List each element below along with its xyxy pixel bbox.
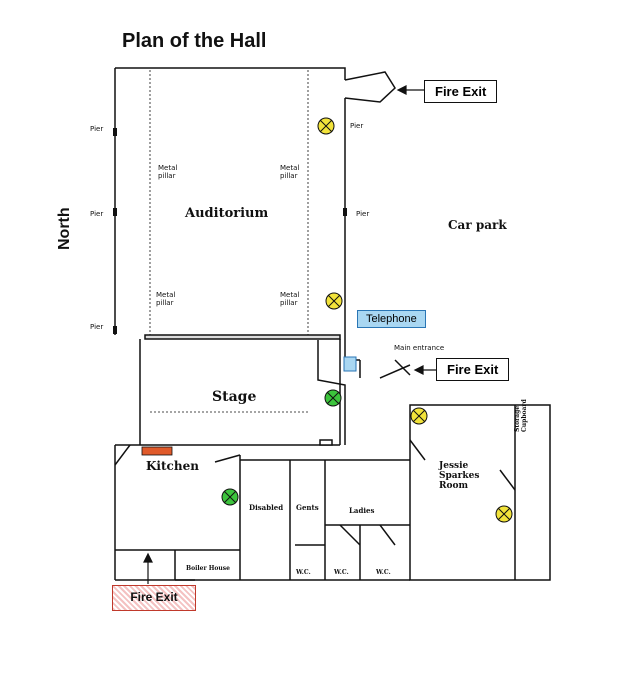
fire-exit-middle-right: Fire Exit (436, 358, 510, 381)
extinguisher-marker (221, 488, 239, 506)
room-auditorium: Auditorium (185, 206, 269, 221)
room-wc: W.C. (296, 569, 311, 576)
pier-label: Pier (90, 210, 104, 218)
light-marker (317, 117, 335, 135)
fire-exit-top-right: Fire Exit (424, 80, 498, 103)
extinguisher-marker (324, 389, 342, 407)
auditorium-wall (115, 67, 346, 80)
room-wc: W.C. (334, 569, 349, 576)
room-gents: Gents (296, 503, 319, 512)
light-marker (325, 292, 343, 310)
telephone-label: Telephone (357, 310, 426, 328)
room-wc: W.C. (376, 569, 391, 576)
plan-title: Plan of the Hall (122, 30, 267, 52)
pier-label: Pier (90, 323, 104, 331)
stage-outline (144, 334, 341, 340)
area-car-park: Car park (448, 218, 507, 232)
light-marker (495, 505, 513, 523)
light-marker (410, 407, 428, 425)
room-disabled: Disabled (249, 503, 284, 512)
north-label: North (56, 207, 73, 250)
pier-label: Pier (90, 125, 104, 133)
main-entrance-label: Main entrance (394, 344, 445, 352)
room-boiler-house: Boiler House (186, 565, 230, 572)
pier-label: Pier (356, 210, 370, 218)
room-ladies: Ladies (349, 506, 375, 515)
room-kitchen: Kitchen (146, 459, 199, 473)
fire-exit-bottom-left: Fire Exit (112, 585, 196, 611)
room-stage: Stage (212, 389, 257, 405)
pier-label: Pier (350, 122, 364, 130)
kitchen-counter (141, 446, 173, 456)
fire-exit-door-top (344, 71, 396, 103)
